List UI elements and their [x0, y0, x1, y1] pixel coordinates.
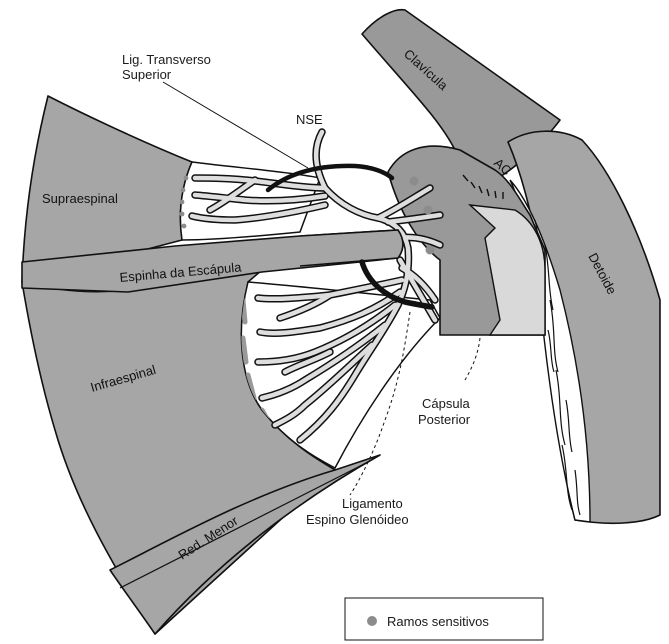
label-ligamento-1: Ligamento — [342, 496, 403, 511]
label-ligamento-2: Espino Glenóideo — [306, 512, 409, 527]
leader-capsula — [465, 338, 480, 380]
label-supraespinal: Supraespinal — [42, 191, 118, 206]
leader-lig-transverso — [163, 82, 308, 168]
label-lig-transverso-2: Superior — [122, 67, 172, 82]
legend-marker-dot — [367, 616, 377, 626]
legend-label: Ramos sensitivos — [387, 614, 489, 629]
label-lig-transverso-1: Lig. Transverso — [122, 52, 211, 67]
label-capsula-2: Posterior — [418, 412, 471, 427]
label-capsula-1: Cápsula — [422, 396, 470, 411]
legend: Ramos sensitivos — [345, 598, 543, 640]
label-nse: NSE — [296, 112, 323, 127]
